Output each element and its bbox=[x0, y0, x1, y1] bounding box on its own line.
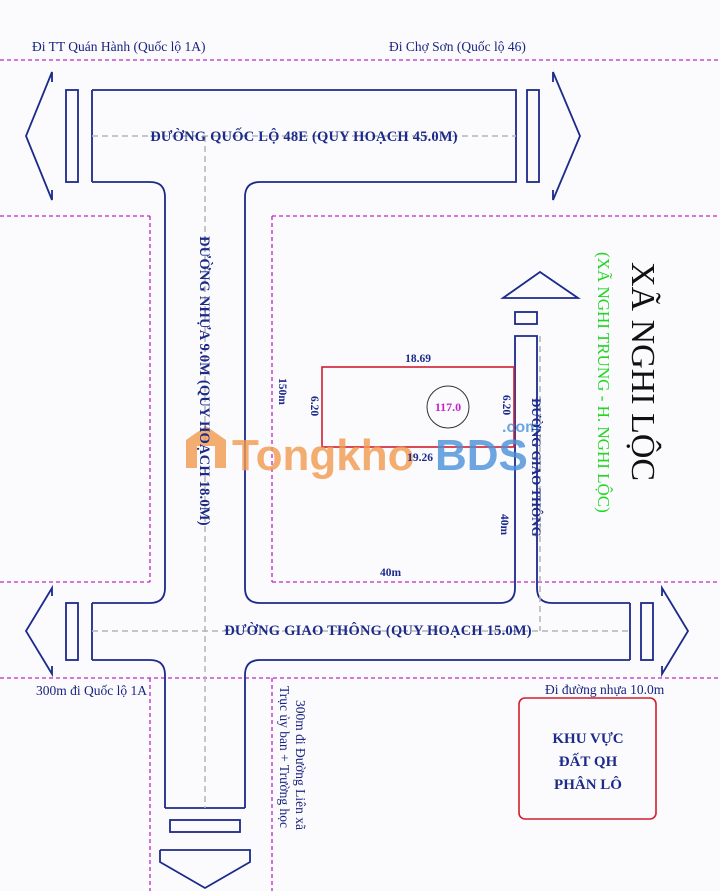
lot-dim-top: 18.69 bbox=[405, 353, 431, 365]
right-road-marker bbox=[514, 311, 538, 325]
bottom-right-marker bbox=[640, 602, 654, 661]
zone-line3: PHÂN LÔ bbox=[554, 776, 622, 793]
lot-area: 117.0 bbox=[435, 400, 461, 414]
up-arrow bbox=[500, 270, 581, 299]
top-right-marker bbox=[526, 89, 540, 183]
direction-top-left: Đi TT Quán Hành (Quốc lộ 1A) bbox=[32, 39, 205, 54]
lot-dim-left: 6.20 bbox=[308, 396, 320, 416]
top-left-marker bbox=[65, 89, 79, 183]
watermark-part1: Tongkho bbox=[232, 431, 414, 480]
direction-top-right: Đi Chợ Sơn (Quốc lộ 46) bbox=[389, 39, 526, 54]
lot-dim-bottom: 19.26 bbox=[407, 452, 433, 464]
block-dim-right: 40m bbox=[498, 514, 510, 536]
road-name-top: ĐƯỜNG QUỐC LỘ 48E (QUY HOẠCH 45.0M) bbox=[150, 127, 458, 145]
bottom-down-marker bbox=[169, 819, 241, 833]
road-name-vertical-right: ĐƯỜNG GIAO THÔNG bbox=[529, 398, 544, 537]
direction-bottom-right: Đi đường nhựa 10.0m bbox=[545, 682, 665, 697]
block-dim-left: 150m bbox=[276, 378, 288, 405]
bottom-right-arrow bbox=[661, 584, 690, 678]
watermark-part2: BDS bbox=[435, 431, 528, 480]
road-edge-inner-left bbox=[92, 181, 166, 604]
watermark: Tongkho BDS .com bbox=[186, 419, 539, 480]
road-edge-bottom-left bbox=[92, 659, 166, 808]
commune-title: XÃ NGHI LỘC bbox=[624, 262, 662, 481]
top-right-arrow bbox=[552, 71, 581, 201]
road-name-bottom: ĐƯỜNG GIAO THÔNG (QUY HOẠCH 15.0M) bbox=[224, 622, 532, 639]
house-logo-door bbox=[197, 446, 215, 468]
road-edge-bottom-right bbox=[244, 659, 630, 808]
down-arrow bbox=[159, 849, 251, 890]
direction-bottom-center-1: 300m đi Đường Liên xã bbox=[293, 700, 308, 830]
direction-bottom-left: 300m đi Quốc lộ 1A bbox=[36, 683, 147, 698]
watermark-suffix: .com bbox=[502, 419, 539, 436]
direction-bottom-center-2: Trục ủy ban + Trường học bbox=[277, 686, 292, 828]
area-circle bbox=[426, 385, 470, 429]
boundary-lines bbox=[0, 59, 720, 891]
commune-subtitle: (XÃ NGHI TRUNG - H. NGHI LỘC) bbox=[594, 252, 613, 513]
lot-dim-right: 6.20 bbox=[500, 395, 512, 415]
zone-line1: KHU VỰC bbox=[552, 731, 623, 747]
zone-line2: ĐẤT QH bbox=[559, 753, 618, 770]
road-name-vertical-left: ĐƯỜNG NHỰA 9.0M (QUY HOẠCH 18.0M) bbox=[196, 236, 213, 526]
zone-box bbox=[518, 697, 657, 820]
road-edge-inner-right bbox=[92, 89, 630, 604]
bottom-left-marker bbox=[65, 602, 79, 661]
bottom-left-arrow bbox=[24, 584, 53, 678]
block-dim-bottom: 40m bbox=[380, 567, 402, 579]
lot-outline bbox=[321, 366, 515, 448]
centerlines bbox=[92, 135, 630, 808]
top-left-arrow bbox=[25, 71, 53, 201]
